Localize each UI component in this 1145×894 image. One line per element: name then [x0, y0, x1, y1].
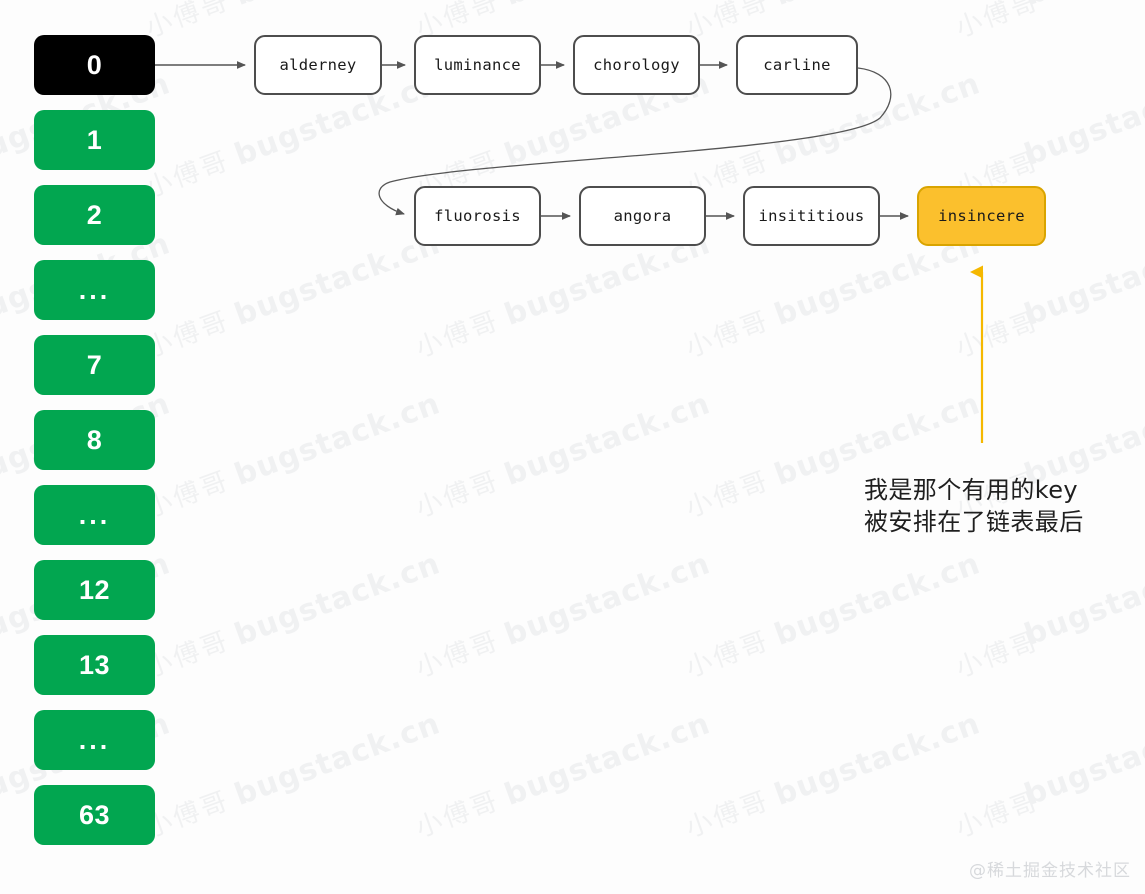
- watermark-text: bugstack.cn: [230, 386, 445, 493]
- bucket-label: ...: [78, 499, 111, 530]
- bucket-label: 1: [86, 124, 103, 155]
- watermark-text: 小傅哥: [412, 465, 505, 524]
- bucket-label: ...: [78, 274, 111, 305]
- bucket-slot-8[interactable]: 8: [34, 410, 155, 470]
- bucket-slot-0[interactable]: 0: [34, 35, 155, 95]
- watermark-text: bugstack.cn: [500, 0, 715, 13]
- watermark-text: 小傅哥: [952, 305, 1045, 364]
- watermark-text: bugstack.cn: [770, 546, 985, 653]
- node-chorology[interactable]: chorology: [573, 35, 700, 95]
- node-label: angora: [613, 207, 672, 225]
- bucket-slot-ellipsis-1[interactable]: ...: [34, 260, 155, 320]
- watermark-text: bugstack.cn: [230, 546, 445, 653]
- bucket-slot-12[interactable]: 12: [34, 560, 155, 620]
- bucket-slot-ellipsis-3[interactable]: ...: [34, 710, 155, 770]
- node-label: insincere: [938, 207, 1025, 225]
- watermark-text: bugstack.cn: [770, 0, 985, 13]
- watermark-text: 小傅哥: [682, 305, 775, 364]
- bucket-slot-ellipsis-2[interactable]: ...: [34, 485, 155, 545]
- bucket-label: 0: [86, 49, 103, 80]
- footer-credit: @稀土掘金技术社区: [969, 861, 1131, 881]
- node-alderney[interactable]: alderney: [254, 35, 382, 95]
- watermark-text: bugstack.cn: [500, 546, 715, 653]
- watermark-text: 小傅哥: [952, 0, 1045, 44]
- bucket-label: 2: [86, 199, 103, 230]
- bucket-label: 8: [86, 424, 103, 455]
- node-angora[interactable]: angora: [579, 186, 706, 246]
- bucket-slot-7[interactable]: 7: [34, 335, 155, 395]
- watermark-text: 小傅哥: [682, 465, 775, 524]
- watermark-text: 小傅哥: [952, 625, 1045, 684]
- watermark-text: 小傅哥: [682, 625, 775, 684]
- watermark-text: 小傅哥: [682, 785, 775, 844]
- watermark-text: 小傅哥: [412, 625, 505, 684]
- watermark-text: 小傅哥: [412, 305, 505, 364]
- bucket-slot-1[interactable]: 1: [34, 110, 155, 170]
- watermark-text: bugstack.cn: [1020, 66, 1145, 173]
- watermark-text: bugstack.cn: [1020, 706, 1145, 813]
- bucket-slot-13[interactable]: 13: [34, 635, 155, 695]
- node-insititious[interactable]: insititious: [743, 186, 880, 246]
- bucket-label: 7: [86, 349, 103, 380]
- bucket-array: 0 1 2 ... 7 8 ... 12 13 ... 63: [34, 35, 155, 860]
- bucket-slot-63[interactable]: 63: [34, 785, 155, 845]
- watermark-text: bugstack.cn: [770, 706, 985, 813]
- bucket-label: 63: [78, 799, 111, 830]
- watermark-text: bugstack.cn: [230, 706, 445, 813]
- node-label: alderney: [279, 56, 357, 74]
- node-label: luminance: [434, 56, 521, 74]
- watermark-text: bugstack.cn: [0, 0, 175, 13]
- annotation-callout: 我是那个有用的key 被安排在了链表最后: [864, 474, 1084, 538]
- watermark-text: bugstack.cn: [230, 0, 445, 13]
- watermark-text: bugstack.cn: [1020, 546, 1145, 653]
- node-carline[interactable]: carline: [736, 35, 858, 95]
- annotation-line-2: 被安排在了链表最后: [864, 508, 1084, 537]
- bucket-label: 13: [78, 649, 111, 680]
- watermark-text: 小傅哥: [412, 785, 505, 844]
- watermark-text: 小傅哥: [952, 785, 1045, 844]
- node-insincere[interactable]: insincere: [917, 186, 1046, 246]
- node-luminance[interactable]: luminance: [414, 35, 541, 95]
- watermark-text: bugstack.cn: [1020, 0, 1145, 13]
- node-label: fluorosis: [434, 207, 521, 225]
- bucket-label: ...: [78, 724, 111, 755]
- bucket-slot-2[interactable]: 2: [34, 185, 155, 245]
- watermark-text: bugstack.cn: [500, 386, 715, 493]
- watermark-text: bugstack.cn: [230, 226, 445, 333]
- node-label: chorology: [593, 56, 680, 74]
- watermark-text: bugstack.cn: [500, 706, 715, 813]
- node-fluorosis[interactable]: fluorosis: [414, 186, 541, 246]
- bucket-label: 12: [78, 574, 111, 605]
- node-label: insititious: [758, 207, 865, 225]
- annotation-line-1: 我是那个有用的key: [864, 476, 1079, 504]
- node-label: carline: [763, 56, 831, 74]
